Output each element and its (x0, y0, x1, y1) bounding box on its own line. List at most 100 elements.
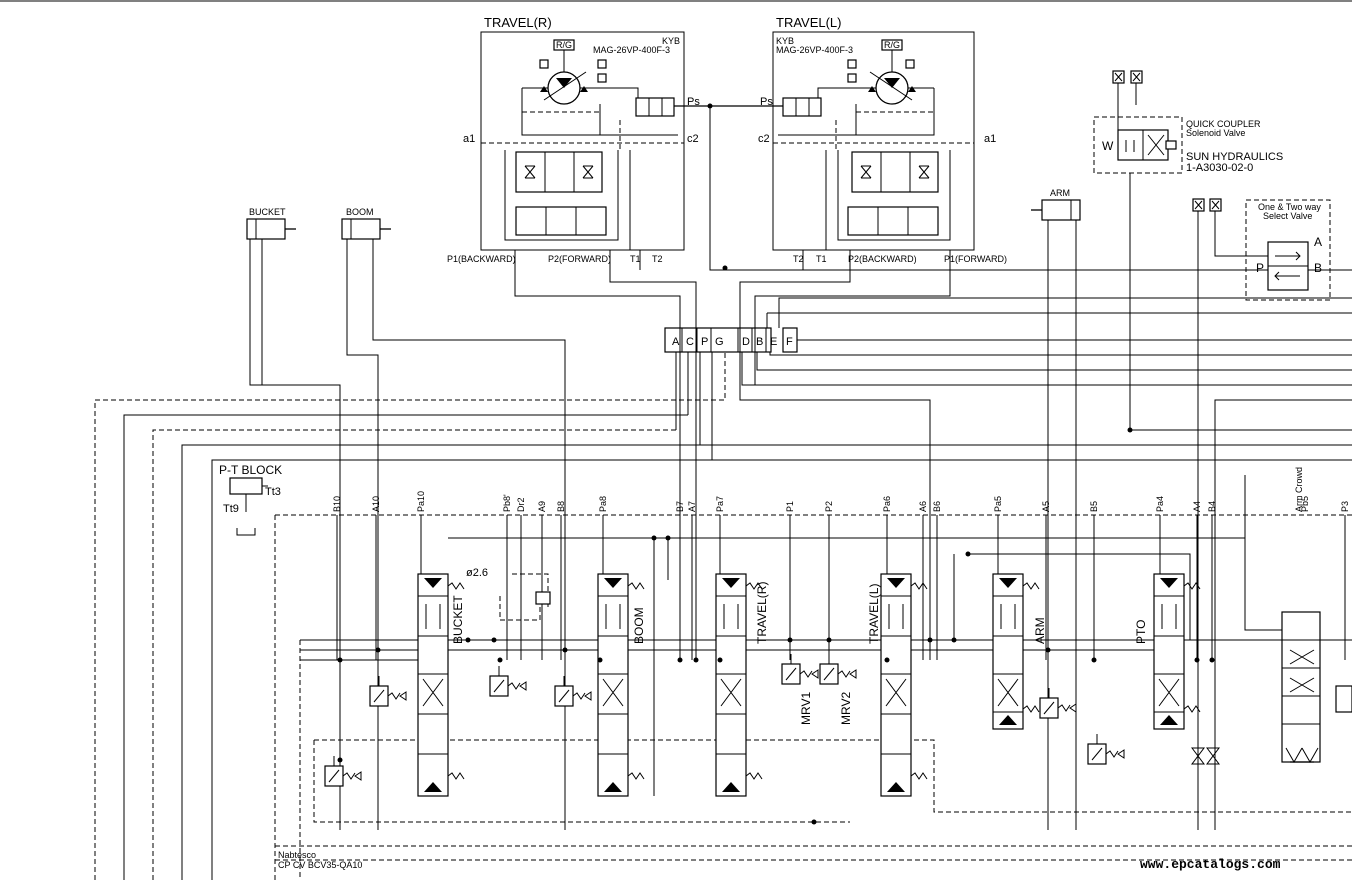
select-valve-p: P (1256, 261, 1264, 275)
swivel-port-label: B (756, 336, 763, 348)
arm-cylinder-label: ARM (1050, 188, 1070, 198)
port-label: A5 (1041, 501, 1051, 512)
swivel-port-label: D (742, 336, 750, 348)
travel-right-ps: Ps (687, 96, 700, 108)
spool-boom: BOOM (597, 573, 646, 797)
port-label: Pa6 (882, 496, 892, 512)
pt-block: P-T BLOCK Tt3 Tt9 (219, 463, 282, 536)
spool-label: TRAVEL(L) (867, 584, 881, 644)
travel-right-title: TRAVEL(R) (484, 15, 552, 30)
port-label: B4 (1207, 501, 1217, 512)
port-label: A7 (687, 501, 697, 512)
check-valve-b4 (1206, 747, 1220, 765)
swivel-port-label: C (686, 336, 694, 348)
spool-label: PTO (1134, 620, 1148, 644)
port-label: Dr2 (516, 497, 526, 512)
travel-left-shift-valve (782, 97, 822, 117)
port-label: B5 (1089, 501, 1099, 512)
mrv1-label: MRV1 (799, 692, 813, 725)
boom-cylinder: BOOM (341, 207, 391, 240)
travel-right-p1: P1(BACKWARD) (447, 254, 516, 264)
travel-left-title: TRAVEL(L) (776, 15, 842, 30)
spool-pto: PTO (1134, 573, 1201, 730)
travel-right-motor: TRAVEL(R) KYB MAG-26VP-400F-3 R/G a1 c2 … (447, 15, 700, 264)
travel-left-p1: P1(FORWARD) (944, 254, 1007, 264)
select-valve-a: A (1314, 235, 1322, 249)
pt-block-tt9: Tt9 (223, 503, 239, 515)
swivel-port-label: P (701, 336, 708, 348)
select-valve-b: B (1314, 261, 1322, 275)
travel-left-motor: TRAVEL(L) KYB MAG-26VP-400F-3 R/G c2 a1 … (758, 15, 1007, 264)
quick-coupler-subtitle: Solenoid Valve (1186, 128, 1245, 138)
port-label: B8 (556, 501, 566, 512)
port-label: P3 (1340, 501, 1350, 512)
travel-right-p2: P2(FORWARD) (548, 254, 611, 264)
port-label: Pb5 (1300, 496, 1310, 512)
watermark: www.epcatalogs.com (1140, 857, 1281, 872)
port-relief-valve (1039, 687, 1077, 719)
pt-block-tt3: Tt3 (265, 486, 281, 498)
swivel-port-label: A (672, 336, 680, 348)
port-relief-valve (324, 755, 362, 787)
spool-label: TRAVEL(R) (755, 582, 769, 644)
quick-coupler-maker: SUN HYDRAULICS (1186, 151, 1283, 163)
port-label: P2 (824, 501, 834, 512)
bucket-cylinder-label: BUCKET (249, 207, 286, 217)
control-valve-maker: Nabtesco (278, 850, 316, 860)
check-valve-a4 (1191, 747, 1205, 765)
port-label: Pb8' (502, 494, 512, 512)
swivel-port-label: E (770, 336, 777, 348)
port-label: A9 (537, 501, 547, 512)
pt-block-title: P-T BLOCK (219, 463, 282, 477)
travel-right-t2: T2 (652, 254, 663, 264)
spool-bucket: BUCKET (417, 573, 465, 797)
port-label: Arm Crowd (1294, 467, 1304, 512)
mrv2-label: MRV2 (839, 692, 853, 725)
port-label: Pa7 (715, 496, 725, 512)
travel-right-maker: KYB (662, 36, 680, 46)
control-valve-model: CP CV BCV35-QA10 (278, 860, 362, 870)
travel-right-t1: T1 (630, 254, 641, 264)
travel-left-rg: R/G (884, 40, 900, 50)
port-label: A10 (371, 496, 381, 512)
travel-left-brake-valve (851, 151, 939, 193)
travel-left-t2: T2 (793, 254, 804, 264)
port-label: Pa8 (598, 496, 608, 512)
spool-travell: TRAVEL(L) (867, 573, 928, 797)
arm-crowd-valve (1244, 475, 1352, 764)
port-label: Pa5 (993, 496, 1003, 512)
travel-left-p2: P2(BACKWARD) (848, 254, 917, 264)
port-label: P1 (785, 501, 795, 512)
travel-left-c2: c2 (758, 133, 770, 145)
travel-left-a1: a1 (984, 133, 996, 145)
port-label: Pa4 (1155, 496, 1165, 512)
select-valve-line2: Select Valve (1263, 211, 1312, 221)
spool-travelr: TRAVEL(R) (715, 573, 769, 797)
swivel-port-label: G (715, 336, 724, 348)
arm-cylinder: ARM (1031, 188, 1081, 221)
swivel-port-label: F (786, 336, 793, 348)
port-label: Pa10 (416, 491, 426, 512)
quick-coupler-part: 1-A3030-02-0 (1186, 162, 1253, 174)
quick-coupler-w: W (1102, 139, 1114, 153)
spool-label: BOOM (632, 607, 646, 644)
port-relief-valve (554, 675, 592, 707)
travel-right-counterbalance (515, 206, 607, 236)
travel-right-brake-valve (515, 151, 603, 193)
port-relief-valve (369, 675, 407, 707)
travel-right-rg: R/G (556, 40, 572, 50)
travel-left-maker: KYB (776, 36, 794, 46)
bucket-cylinder: BUCKET (246, 207, 296, 240)
travel-left-t1: T1 (816, 254, 827, 264)
port-label: B7 (675, 501, 685, 512)
travel-right-a1: a1 (463, 133, 475, 145)
quick-coupler-valve: W QUICK COUPLER Solenoid Valve SUN HYDRA… (1093, 70, 1352, 433)
main-relief-valves: MRV1 MRV2 (781, 653, 857, 725)
select-valve-line1: One & Two way (1258, 202, 1321, 212)
select-valve: One & Two way Select Valve A B P (1192, 198, 1331, 830)
travel-right-model: MAG-26VP-400F-3 (593, 45, 670, 55)
travel-right-shift-valve (635, 97, 675, 117)
